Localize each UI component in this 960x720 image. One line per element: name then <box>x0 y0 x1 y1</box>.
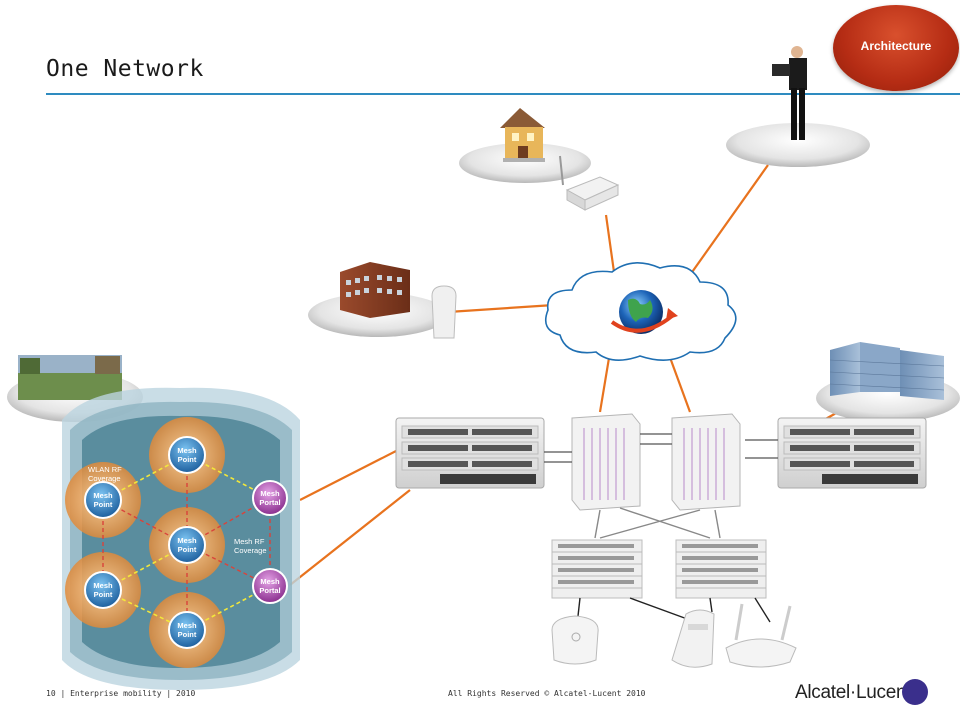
mesh-portal-1-line2: Portal <box>259 498 280 507</box>
chassis-switch-left <box>395 417 545 489</box>
mesh-node-3-line1: Mesh <box>177 536 197 545</box>
user-site <box>726 46 870 167</box>
chassis-switch-right <box>777 417 927 489</box>
link-home-cloud <box>604 214 616 273</box>
mesh-node-1-line1: Mesh <box>177 446 197 455</box>
mesh-coverage-label-1: Mesh RF <box>234 537 265 546</box>
hq-site <box>816 342 960 422</box>
mesh-node-3-line2: Point <box>178 545 197 554</box>
mesh-node-5-line1: Mesh <box>177 621 197 630</box>
access-point-1 <box>551 615 599 665</box>
home-site <box>459 108 591 183</box>
link-cloud-switch1 <box>598 351 612 413</box>
link-portal-chassis2 <box>289 489 411 586</box>
wlan-coverage-label-1: WLAN RF <box>88 465 122 474</box>
footer-copyright: All Rights Reserved © Alcatel-Lucent 201… <box>448 689 646 698</box>
mesh-coverage-label-2: Coverage <box>234 546 267 555</box>
mesh-node-4-line2: Point <box>94 590 113 599</box>
mesh-portal-node-1: Mesh Portal <box>252 480 288 516</box>
title-rule <box>46 93 960 95</box>
mesh-node-5-line2: Point <box>178 630 197 639</box>
access-switch-stack-right <box>675 539 767 599</box>
mesh-node-4-line1: Mesh <box>93 581 113 590</box>
mesh-point-node-2: Mesh Point <box>84 481 122 519</box>
architecture-badge-label: Architecture <box>860 39 932 53</box>
wlan-coverage-label-2: Coverage <box>88 474 121 483</box>
access-uplinks <box>594 507 721 539</box>
page-title: One Network <box>46 56 204 82</box>
footer-page-info: 10 | Enterprise mobility | 2010 <box>46 689 196 698</box>
switch-cables <box>544 433 778 463</box>
mesh-node-2-line1: Mesh <box>93 491 113 500</box>
access-switch-stack-left <box>551 539 643 599</box>
mesh-portal-1-line1: Mesh <box>260 489 280 498</box>
link-user-cloud <box>689 164 769 276</box>
mesh-coverage-diagram: Mesh Point Mesh Point Mesh Point Mesh Po… <box>62 387 300 690</box>
campus-site <box>7 355 143 422</box>
ap-cables <box>577 597 771 623</box>
office-site <box>308 262 457 339</box>
network-links <box>289 164 839 586</box>
home-router <box>559 155 620 211</box>
link-cloud-switch2 <box>666 351 692 413</box>
mesh-point-node-5: Mesh Point <box>168 611 206 649</box>
mesh-point-node-4: Mesh Point <box>84 571 122 609</box>
access-point-3 <box>725 603 797 668</box>
brand-logo-text: Alcatel·Lucent <box>795 682 912 703</box>
mesh-portal-node-2: Mesh Portal <box>252 568 288 604</box>
core-switch-right <box>671 413 741 511</box>
internet-cloud <box>544 262 737 361</box>
brand-logo-icon <box>902 679 928 705</box>
mesh-point-node-1: Mesh Point <box>168 436 206 474</box>
mesh-node-1-line2: Point <box>178 455 197 464</box>
link-office-cloud <box>447 303 555 314</box>
mesh-portal-2-line1: Mesh <box>260 577 280 586</box>
mesh-portal-2-line2: Portal <box>259 586 280 595</box>
access-point-2 <box>671 609 715 668</box>
core-switch-left <box>571 413 641 511</box>
mesh-point-node-3: Mesh Point <box>168 526 206 564</box>
architecture-badge[interactable]: Architecture <box>833 5 959 91</box>
link-portal-chassis1 <box>299 449 399 501</box>
mesh-node-2-line2: Point <box>94 500 113 509</box>
